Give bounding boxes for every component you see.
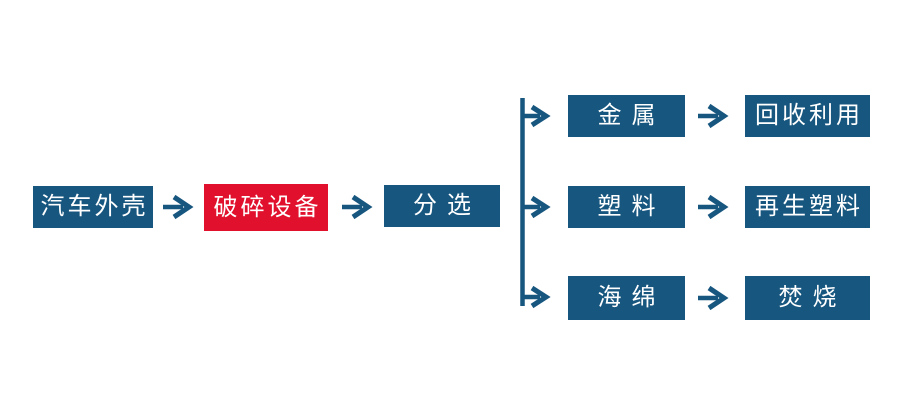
node-sponge: 海绵 [568, 276, 685, 320]
arrow-right-icon [696, 285, 730, 311]
arrow-right-icon [161, 194, 195, 220]
node-sorting: 分选 [384, 185, 500, 227]
node-plastic: 塑料 [568, 186, 685, 228]
arrow-right-icon [696, 194, 730, 220]
node-metal-result: 回收利用 [745, 95, 870, 137]
branch-connector [520, 96, 556, 310]
node-sponge-result: 焚烧 [745, 276, 870, 320]
arrow-right-icon [696, 103, 730, 129]
node-car-shell: 汽车外壳 [33, 186, 153, 228]
node-metal: 金属 [568, 95, 685, 137]
node-plastic-result: 再生塑料 [745, 186, 870, 228]
node-crusher: 破碎设备 [204, 184, 328, 231]
arrow-right-icon [340, 194, 374, 220]
